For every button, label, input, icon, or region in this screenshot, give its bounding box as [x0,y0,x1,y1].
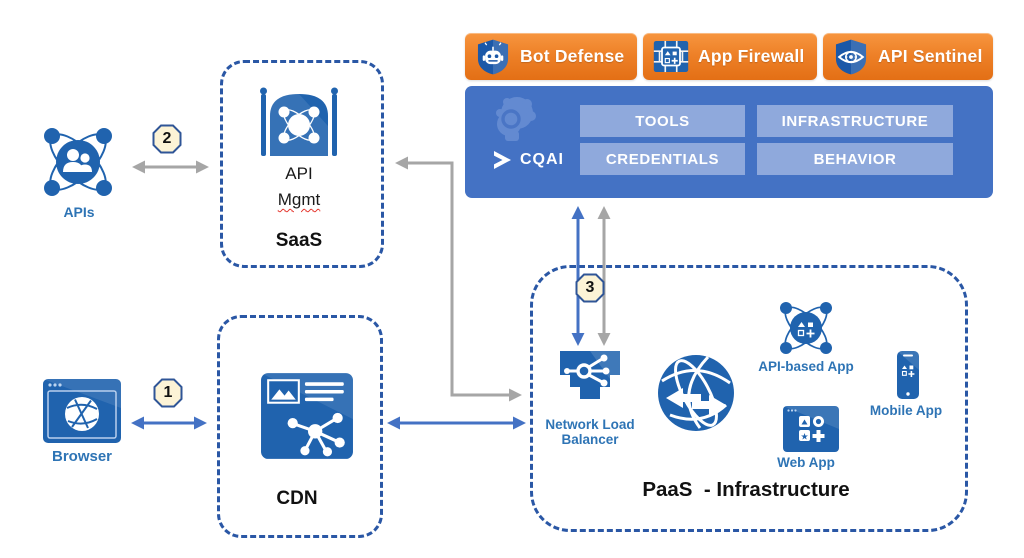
step-badge-3: 3 [575,273,605,303]
nlb-label-line2: Balancer [561,432,619,448]
api-management-gate-icon [257,82,341,158]
cqai-logo-text: CQAI [520,151,564,168]
step-badge-2-number: 2 [162,130,172,147]
browser-label: Browser [51,448,113,465]
step-badge-2: 2 [152,124,182,154]
browser-globe-icon [42,378,122,444]
app-firewall-label: App Firewall [698,46,805,66]
mobile-app-phone-icon [896,350,920,400]
bot-defense-button[interactable]: Bot Defense [465,33,637,80]
saas-line2: Mgmt [220,190,378,210]
capability-infrastructure: INFRASTRUCTURE [757,105,953,137]
api-atom-users-icon [36,122,120,202]
bot-defense-label: Bot Defense [520,46,625,66]
saas-title: SaaS [275,230,323,251]
cqai-logo: CQAI [492,150,564,170]
chevron-play-icon [492,150,513,170]
bot-shield-icon [475,38,511,76]
nlb-label: Network Load Balancer [530,417,650,447]
svg-text:★: ★ [800,433,808,443]
capability-credentials: CREDENTIALS [580,143,745,175]
mobile-app-label: Mobile App [869,403,943,418]
nlb-label-line1: Network Load [545,417,635,432]
cdn-group-box [217,315,383,538]
cdn-title: CDN [276,488,318,509]
cqai-security-panel: CQAI TOOLS INFRASTRUCTURE CREDENTIALS BE… [465,86,993,198]
saas-line2-text: Mgmt [277,190,321,209]
step-badge-3-number: 3 [585,279,595,296]
web-app-label: Web App [777,455,835,470]
paas-content: Network Load Balancer [530,265,962,526]
api-app-label: API-based App [758,359,854,374]
paas-title: PaaS - Infrastructure [642,478,850,501]
cdn-document-network-icon [260,372,354,460]
capability-behavior: BEHAVIOR [757,143,953,175]
step-badge-1-number: 1 [163,384,173,401]
web-app-window-icon: ★ [782,405,840,453]
globe-traffic-icon [656,353,736,433]
capability-tools: TOOLS [580,105,745,137]
paas-group-box [530,265,968,532]
sentinel-eye-shield-icon [833,38,869,76]
firewall-bricks-icon [653,40,689,73]
network-load-balancer-icon [558,349,622,417]
app-firewall-button[interactable]: App Firewall [643,33,817,80]
step-badge-1: 1 [153,378,183,408]
saas-line1: API [285,164,313,183]
saas-group-box [220,60,384,268]
api-sentinel-label: API Sentinel [878,46,983,66]
api-app-atom-icon [774,299,838,357]
api-sentinel-button[interactable]: API Sentinel [823,33,993,80]
apis-label: APIs [63,204,95,220]
ai-head-gears-icon [487,91,545,147]
